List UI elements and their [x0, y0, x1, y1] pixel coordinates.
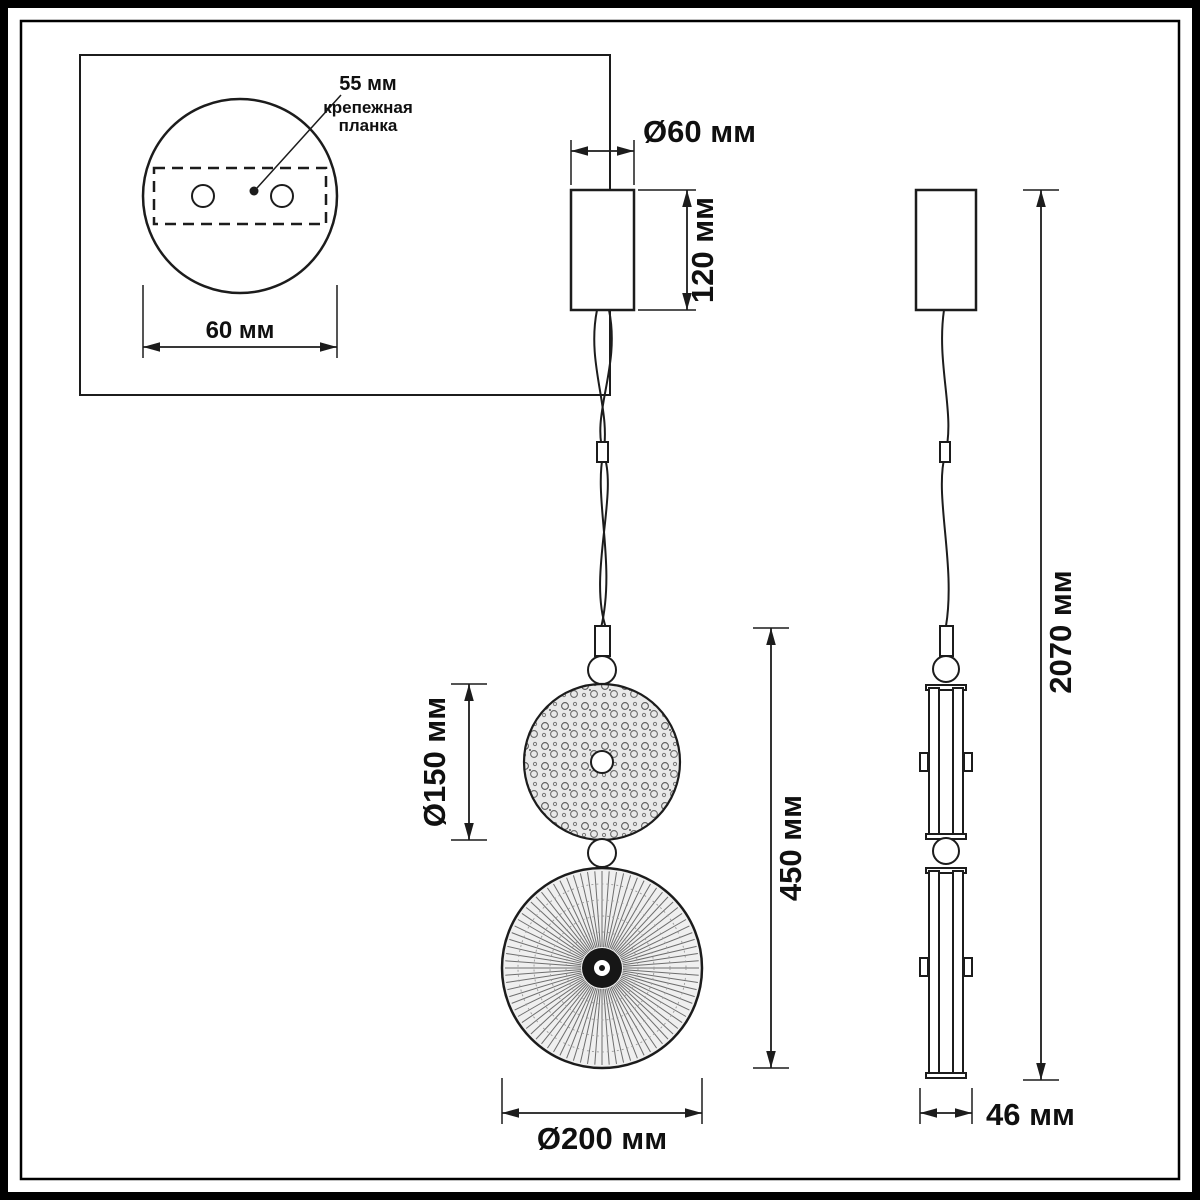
- inset-width-dimension: 60 мм: [142, 285, 338, 358]
- canopy-height-label: 120 мм: [685, 197, 720, 303]
- large-disc-side-profile: [919, 867, 973, 1079]
- canopy-diameter-dimension: Ø60 мм: [570, 114, 756, 185]
- mounting-plate-dashed-outline: [152, 166, 328, 226]
- lower-ball-side: [932, 837, 960, 865]
- small-disc-top-cap: [925, 684, 967, 691]
- side-view: 2070 мм 46 мм: [914, 188, 1078, 1132]
- fixture-height-dimension: 450 мм: [753, 627, 808, 1069]
- reference-point: [249, 186, 259, 196]
- large-disc-hub-tab-right: [963, 957, 973, 977]
- front-view: Ø60 мм 120 мм Ø150: [417, 114, 808, 1156]
- large-disc-plate-right: [952, 870, 964, 1076]
- upper-ball-front: [587, 655, 617, 685]
- small-disc-diameter-dimension: Ø150 мм: [417, 683, 487, 841]
- canopy-diameter-label: Ø60 мм: [643, 114, 756, 149]
- small-disc-hub-tab-right: [963, 752, 973, 772]
- large-disc-plate-left: [928, 870, 940, 1076]
- canopy-top-view-circle: [141, 97, 339, 295]
- body-width-dimension: 46 мм: [919, 1088, 1075, 1132]
- top-stem-cylinder: [594, 625, 611, 657]
- large-disc-diameter-dimension: Ø200 мм: [501, 1078, 703, 1156]
- small-disc-diameter-label: Ø150 мм: [417, 697, 452, 827]
- large-disc-bottom-cap: [925, 1072, 967, 1079]
- canopy-height-dimension: 120 мм: [638, 189, 720, 311]
- mount-plate-label-line2: планка: [339, 116, 398, 135]
- large-disc-top-cap: [925, 867, 967, 874]
- suspension-wire-side: [939, 309, 951, 627]
- top-stem-cylinder-side: [939, 625, 954, 657]
- mount-plate-label-line1: крепежная: [323, 98, 413, 117]
- frame-inner-border: [19, 19, 1181, 1181]
- large-disc-hub-tab-left: [919, 957, 929, 977]
- large-disc-ray-texture: [505, 871, 699, 1065]
- upper-ball-side: [932, 655, 960, 683]
- inset-width-label: 60 мм: [206, 317, 275, 344]
- small-disc-hub-tab-left: [919, 752, 929, 772]
- overall-height-dimension: 2070 мм: [1023, 189, 1078, 1081]
- large-disc-center-dot: [599, 965, 605, 971]
- fixture-height-label: 450 мм: [773, 795, 808, 901]
- mount-hole-left: [191, 184, 215, 208]
- canopy-side: [914, 188, 978, 312]
- wire-connector-side: [939, 441, 951, 463]
- lower-ball-front: [587, 838, 617, 868]
- body-width-label: 46 мм: [986, 1097, 1075, 1132]
- suspension-wires-front: [593, 309, 613, 629]
- small-disc-side-profile: [919, 684, 973, 840]
- overall-height-label: 2070 мм: [1043, 570, 1078, 693]
- wire-side: [940, 309, 950, 627]
- small-disc-plate-left: [928, 687, 940, 837]
- leader-line: [256, 94, 342, 189]
- hole-offset-label: 55 мм: [339, 73, 396, 95]
- wire-connector-front: [596, 441, 609, 463]
- ceiling-mount-inset: 55 мм крепежная планка 60 мм: [79, 54, 611, 396]
- large-disc-diameter-label: Ø200 мм: [537, 1121, 667, 1156]
- canopy-front: [569, 188, 636, 312]
- small-disc-center-hub: [590, 750, 614, 774]
- mount-hole-right: [270, 184, 294, 208]
- small-disc-plate-right: [952, 687, 964, 837]
